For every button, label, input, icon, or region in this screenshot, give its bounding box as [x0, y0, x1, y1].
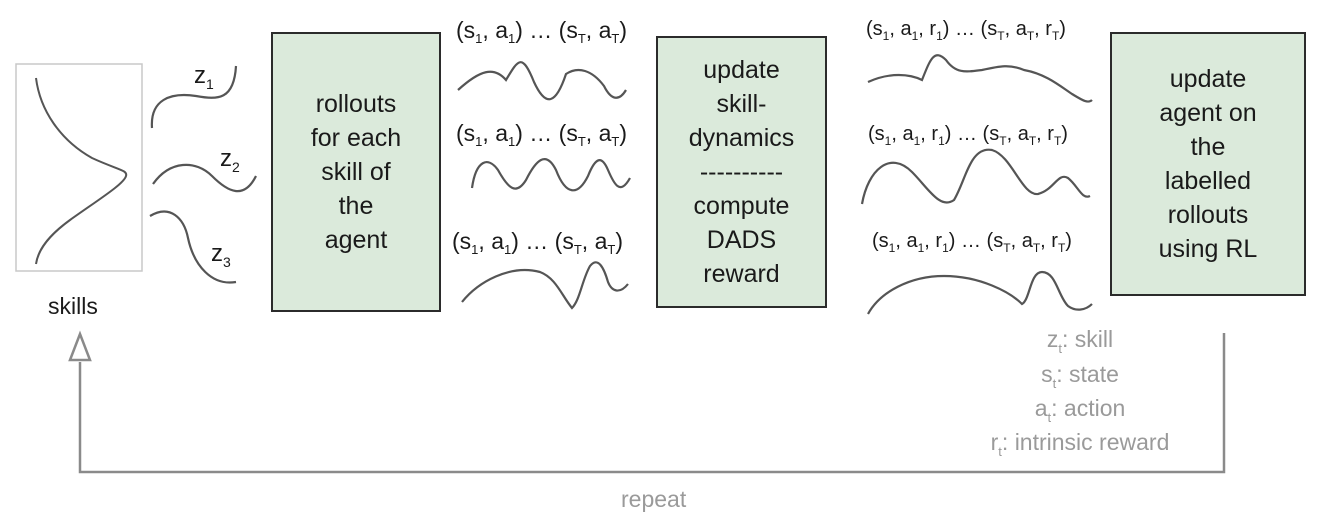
trajectory-sa-label-1: (s1, a1) … (sT, aT) — [456, 17, 627, 46]
skill-label-z3: z3 — [211, 240, 231, 270]
trajectory-curve-sa-3 — [461, 261, 629, 310]
trajectory-curve-sar-3 — [867, 270, 1093, 315]
trajectory-sar-label-1: (s1, a1, r1) … (sT, aT, rT) — [866, 18, 1066, 43]
skill-distribution-curve — [35, 77, 128, 265]
trajectory-curve-sa-2 — [470, 158, 631, 192]
skill-curve-1 — [150, 65, 238, 129]
trajectory-sa-label-2: (s1, a1) … (sT, aT) — [456, 120, 627, 149]
skills-label: skills — [48, 293, 98, 319]
trajectory-curve-sar-2 — [860, 148, 1091, 205]
update-dynamics-box: update skill- dynamics ---------- comput… — [656, 36, 827, 308]
repeat-feedback-line — [78, 333, 1226, 474]
skill-label-z2: z2 — [220, 145, 240, 175]
skill-label-z1: z1 — [194, 62, 214, 92]
legend-action: at: action — [1034, 395, 1126, 425]
legend-state: st: state — [1041, 361, 1119, 391]
update-agent-box: update agent on the labelled rollouts us… — [1110, 32, 1306, 296]
trajectory-sar-label-2: (s1, a1, r1) … (sT, aT, rT) — [868, 123, 1068, 148]
trajectory-sar-label-3: (s1, a1, r1) … (sT, aT, rT) — [872, 230, 1072, 255]
legend-intrinsic-reward: rt: intrinsic reward — [990, 429, 1170, 459]
skill-curve-2 — [152, 163, 257, 193]
trajectory-curve-sa-1 — [457, 61, 627, 101]
legend-skill: zt: skill — [1046, 326, 1114, 356]
rollouts-box: rollouts for each skill of the agent — [271, 32, 441, 312]
repeat-label: repeat — [621, 486, 687, 512]
trajectory-curve-sar-1 — [867, 54, 1093, 103]
trajectory-sa-label-3: (s1, a1) … (sT, aT) — [452, 228, 623, 257]
repeat-arrowhead-icon — [68, 330, 92, 362]
skills-panel — [15, 63, 143, 272]
skill-curve-3 — [149, 210, 237, 284]
